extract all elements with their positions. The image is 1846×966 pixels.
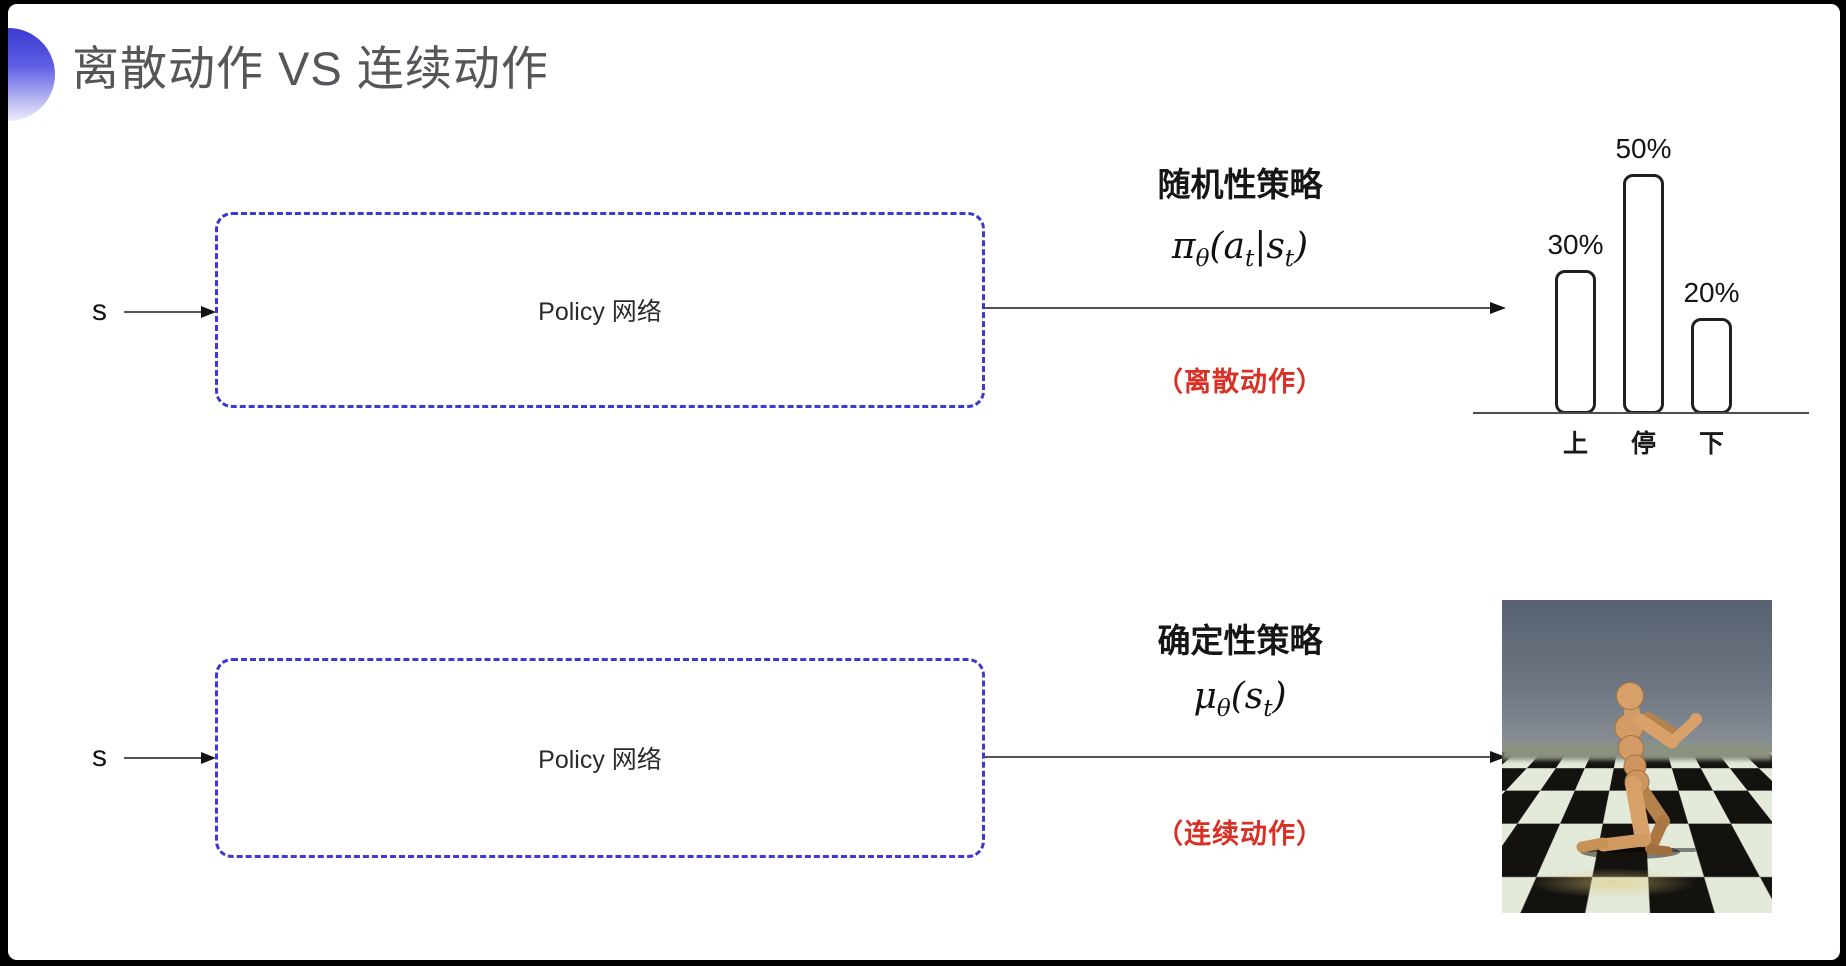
- bar-value-label: 50%: [1615, 133, 1672, 164]
- humanoid-robot: [1576, 682, 1702, 859]
- policy-type-label-top: 随机性策略: [1157, 166, 1323, 203]
- bar: [1623, 174, 1664, 414]
- policy-network-label: Policy 网络: [538, 746, 662, 774]
- policy-type-label-bottom: 确定性策略: [1157, 622, 1323, 659]
- bar-group: 50%: [1615, 133, 1672, 414]
- bar-category-label: 停: [1630, 430, 1656, 458]
- output-arrow-bottom: [985, 751, 1506, 763]
- floor-glare: [1528, 868, 1698, 898]
- bar: [1555, 270, 1596, 414]
- action-type-note-bottom: （连续动作）: [1156, 819, 1324, 849]
- policy-network-label: Policy 网络: [538, 298, 662, 326]
- bar-category-label: 上: [1562, 430, 1588, 458]
- output-arrow-top: [985, 302, 1506, 314]
- bar-axis-line: [1473, 412, 1809, 414]
- bar-group: 20%: [1683, 277, 1740, 414]
- bar-value-label: 30%: [1547, 229, 1604, 260]
- policy-network-box-bottom: Policy 网络: [215, 658, 985, 858]
- page-title: 离散动作 VS 连续动作: [72, 42, 549, 95]
- input-arrow-bottom: [124, 752, 216, 764]
- input-arrow-top: [124, 306, 216, 318]
- bar: [1691, 318, 1732, 414]
- policy-formula-top: πθ(at|st): [1171, 226, 1309, 273]
- policy-formula-bottom: μθ(st): [1193, 676, 1287, 723]
- state-label-bottom: s: [92, 740, 107, 773]
- bar-value-label: 20%: [1683, 277, 1740, 308]
- slide: 离散动作 VS 连续动作 s Policy 网络 随机性策略 πθ(at|st)…: [8, 4, 1840, 960]
- policy-network-box-top: Policy 网络: [215, 212, 985, 408]
- humanoid-robot-image: [1502, 600, 1772, 913]
- state-label-top: s: [92, 294, 107, 327]
- bar-group: 30%: [1547, 229, 1604, 414]
- bar-category-label: 下: [1698, 430, 1724, 458]
- action-bar-chart: 30% 50% 20% 上 停 下: [1473, 108, 1809, 460]
- action-type-note-top: （离散动作）: [1156, 367, 1324, 397]
- title-accent-icon: [8, 28, 55, 121]
